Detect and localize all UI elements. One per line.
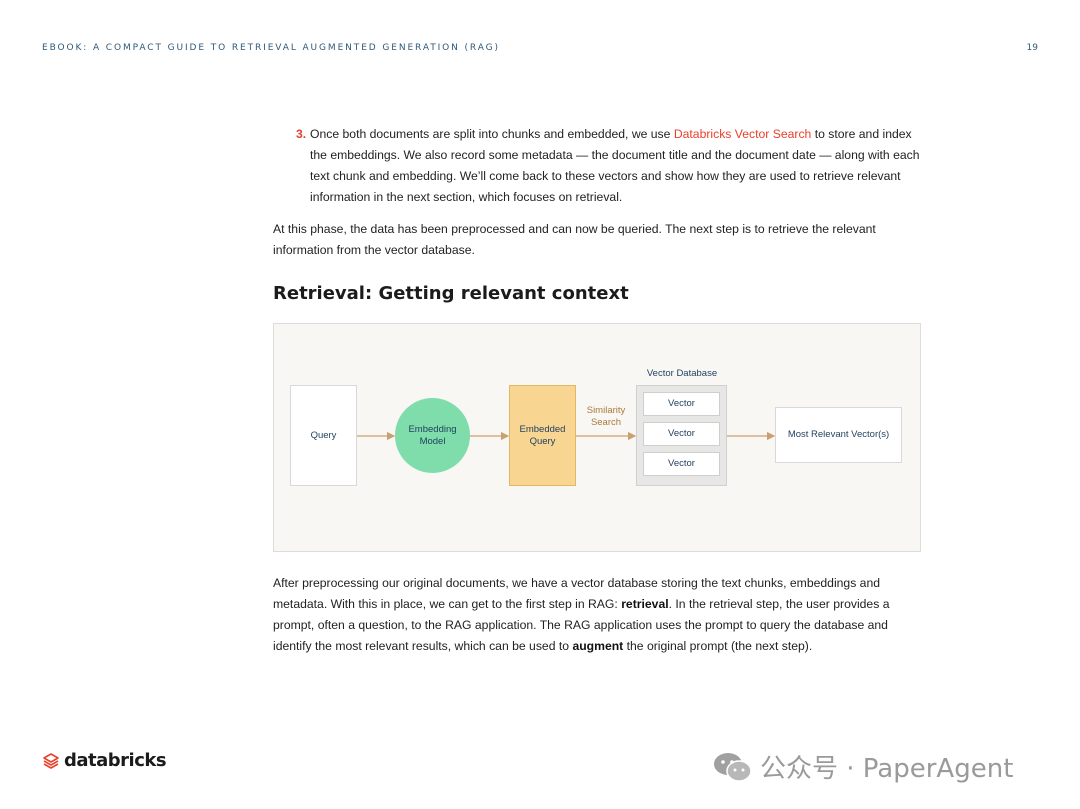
vector-database-box: Vector Vector Vector <box>636 385 727 486</box>
watermark: 公众号 · PaperAgent <box>712 748 1013 785</box>
wechat-icon <box>714 752 752 782</box>
p2-part3: the original prompt (the next step). <box>623 639 813 653</box>
page-number: 19 <box>1026 43 1038 53</box>
list-text-before: Once both documents are split into chunk… <box>310 127 674 141</box>
vector-search-link[interactable]: Databricks Vector Search <box>673 127 812 141</box>
paragraph-phase: At this phase, the data has been preproc… <box>273 222 876 257</box>
most-relevant-box: Most Relevant Vector(s) <box>775 407 902 463</box>
list-item-3: 3. Once both documents are split into ch… <box>296 124 926 208</box>
section-heading: Retrieval: Getting relevant context <box>273 283 629 304</box>
p2-part2: . In the retrieval step, the user provid… <box>273 597 890 653</box>
vector-box: Vector <box>643 392 720 416</box>
query-box: Query <box>290 385 357 486</box>
list-text-after: to store and index the embeddings. We al… <box>310 127 920 204</box>
diagram-arrows <box>357 431 776 441</box>
ebook-header: EBOOK: A COMPACT GUIDE TO RETRIEVAL AUGM… <box>42 43 500 53</box>
vector-box: Vector <box>643 422 720 446</box>
vector-box: Vector <box>643 452 720 476</box>
retrieval-diagram: Query Embedding Model Embedded Query Sim… <box>273 323 921 552</box>
databricks-logo-text: databricks <box>64 750 167 771</box>
p2-bold-retrieval: retrieval <box>621 597 669 611</box>
p2-bold-augment: augment <box>572 639 624 653</box>
vector-database-title: Vector Database <box>646 368 718 379</box>
databricks-stack-icon <box>43 752 59 769</box>
paragraph-retrieval: After preprocessing our original documen… <box>273 573 923 657</box>
similarity-search-label: Similarity Search <box>586 405 626 428</box>
embedding-model-circle: Embedding Model <box>395 398 470 473</box>
list-number: 3. <box>296 127 307 141</box>
p2-part1: After preprocessing our original documen… <box>273 576 881 611</box>
list-item-text: Once both documents are split into chunk… <box>296 124 926 208</box>
embedded-query-box: Embedded Query <box>509 385 576 486</box>
watermark-text: 公众号 · PaperAgent <box>760 754 1014 784</box>
databricks-logo: databricks <box>42 750 167 771</box>
